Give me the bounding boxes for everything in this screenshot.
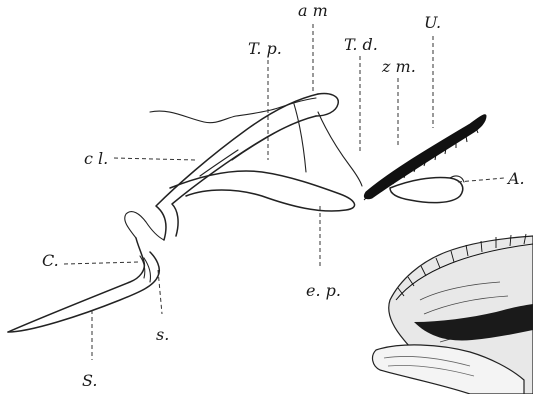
- label-tp: T. p.: [248, 39, 282, 58]
- leader-s-small: [158, 270, 162, 314]
- rod-cap: [316, 93, 338, 116]
- dark-spiny-bar: [364, 115, 486, 200]
- spiny-bar-body: [364, 115, 486, 199]
- label-a: A.: [506, 169, 525, 188]
- hook-detail: [140, 256, 151, 282]
- hook-outline: [125, 212, 164, 240]
- lower-arm-outline-inner: [8, 252, 159, 332]
- leader-c: [64, 262, 140, 264]
- label-s-small: s.: [156, 325, 169, 344]
- label-td: T. d.: [344, 35, 378, 54]
- inner-line-2: [318, 112, 362, 186]
- label-cl: c l.: [84, 149, 108, 168]
- leader-cl: [114, 158, 196, 160]
- process-outline: [390, 177, 463, 202]
- inner-line-1: [294, 104, 306, 172]
- label-c: C.: [42, 251, 59, 270]
- plate-outline: [170, 171, 355, 211]
- label-zm: z m.: [381, 57, 416, 76]
- leader-a: [458, 178, 504, 182]
- label-ep: e. p.: [306, 281, 341, 300]
- hairy-structure: [373, 234, 533, 394]
- label-u: U.: [424, 13, 441, 32]
- rod-outline-bottom: [172, 116, 316, 236]
- label-s-big: S.: [82, 371, 97, 390]
- upper-wavy-line: [150, 98, 316, 123]
- lower-arm-outline: [8, 238, 144, 332]
- label-am: a m: [298, 1, 328, 20]
